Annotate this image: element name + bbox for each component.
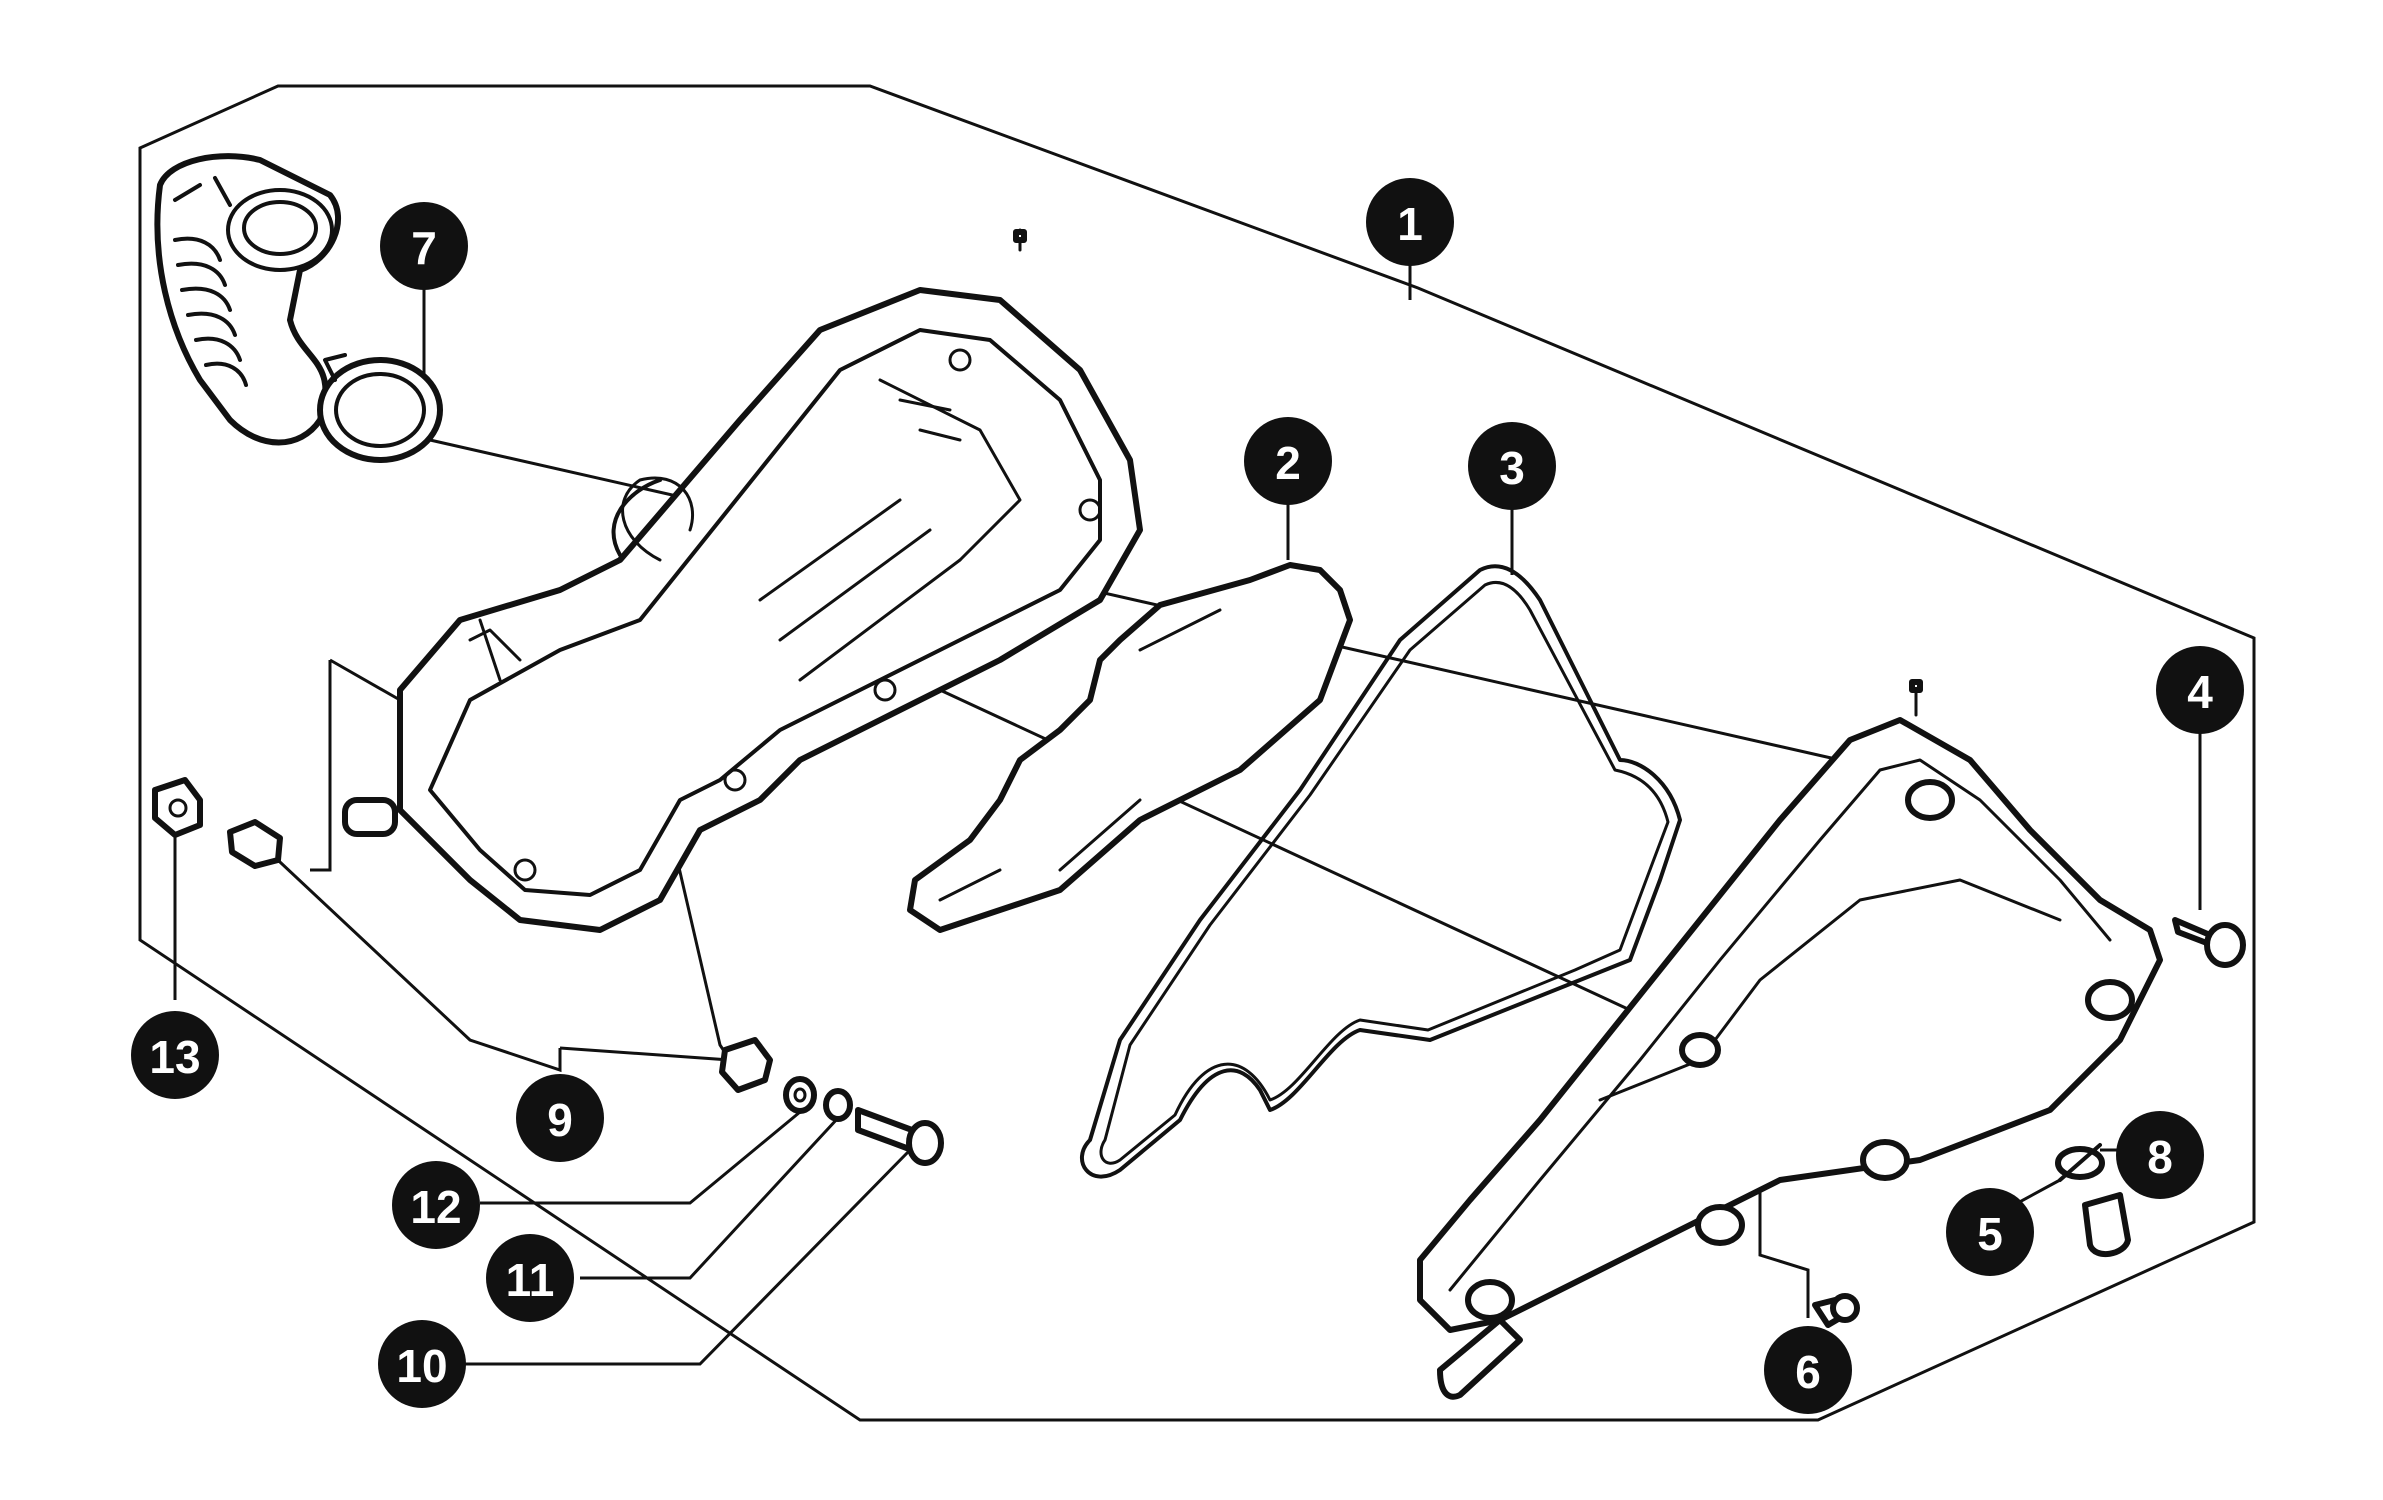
- intake-duct: [154, 153, 342, 446]
- leader-main-axis: [429, 438, 1841, 762]
- callout-11: 11: [486, 1234, 574, 1322]
- callout-5: 5: [1946, 1188, 2034, 1276]
- callouts: 1 2 3 4 5 6 7 8 9 10 11 12 13: [131, 178, 2244, 1414]
- callout-circle-13: [131, 1011, 219, 1099]
- leader-12: [480, 1110, 801, 1205]
- assembly-frame: [138, 84, 2256, 1422]
- air-cleaner-case: [342, 228, 1143, 933]
- leader-rear-b: [329, 658, 401, 702]
- callout-2: 2: [1244, 417, 1332, 505]
- callout-3: 3: [1468, 422, 1556, 510]
- callout-label-10: 10: [396, 1340, 447, 1392]
- callout-7: 7: [380, 202, 468, 290]
- leader-9: [263, 846, 562, 1073]
- hardware: [152, 777, 2246, 1328]
- callout-13: 13: [131, 1011, 219, 1099]
- leader-lines: [173, 258, 2202, 1366]
- leader-10: [465, 1148, 912, 1366]
- callout-label-13: 13: [149, 1031, 200, 1083]
- callout-circle-7: [380, 202, 468, 290]
- callout-12: 12: [392, 1161, 480, 1249]
- callout-6: 6: [1764, 1326, 1852, 1414]
- callout-label-6: 6: [1795, 1346, 1821, 1398]
- callout-circle-11: [486, 1234, 574, 1322]
- duct-clamp: [317, 353, 443, 463]
- callout-label-1: 1: [1397, 198, 1423, 250]
- callout-circle-10: [378, 1320, 466, 1408]
- callout-label-5: 5: [1977, 1208, 2003, 1260]
- air-filter-element: [907, 562, 1353, 933]
- callout-label-11: 11: [506, 1254, 555, 1306]
- callout-circle-5: [1946, 1188, 2034, 1276]
- callout-label-4: 4: [2187, 666, 2213, 718]
- callout-circle-4: [2156, 646, 2244, 734]
- callout-label-12: 12: [410, 1181, 461, 1233]
- callout-10: 10: [378, 1320, 466, 1408]
- callout-label-8: 8: [2147, 1131, 2173, 1183]
- callout-1: 1: [1366, 178, 1454, 266]
- callout-9: 9: [516, 1074, 604, 1162]
- callout-circle-2: [1244, 417, 1332, 505]
- gasket: [1079, 564, 1682, 1179]
- leader-rear: [310, 660, 332, 872]
- callout-4: 4: [2156, 646, 2244, 734]
- callout-circle-1: [1366, 178, 1454, 266]
- callout-circle-6: [1764, 1326, 1852, 1414]
- callout-circle-8: [2116, 1111, 2204, 1199]
- callout-circle-9: [516, 1074, 604, 1162]
- leader-11: [580, 1116, 840, 1280]
- callout-label-2: 2: [1275, 437, 1301, 489]
- callout-label-3: 3: [1499, 442, 1525, 494]
- callout-label-7: 7: [411, 222, 437, 274]
- callout-circle-12: [392, 1161, 480, 1249]
- callout-8: 8: [2116, 1111, 2204, 1199]
- air-cleaner-cover: [1417, 679, 2163, 1400]
- callout-circle-3: [1468, 422, 1556, 510]
- callout-label-9: 9: [547, 1094, 573, 1146]
